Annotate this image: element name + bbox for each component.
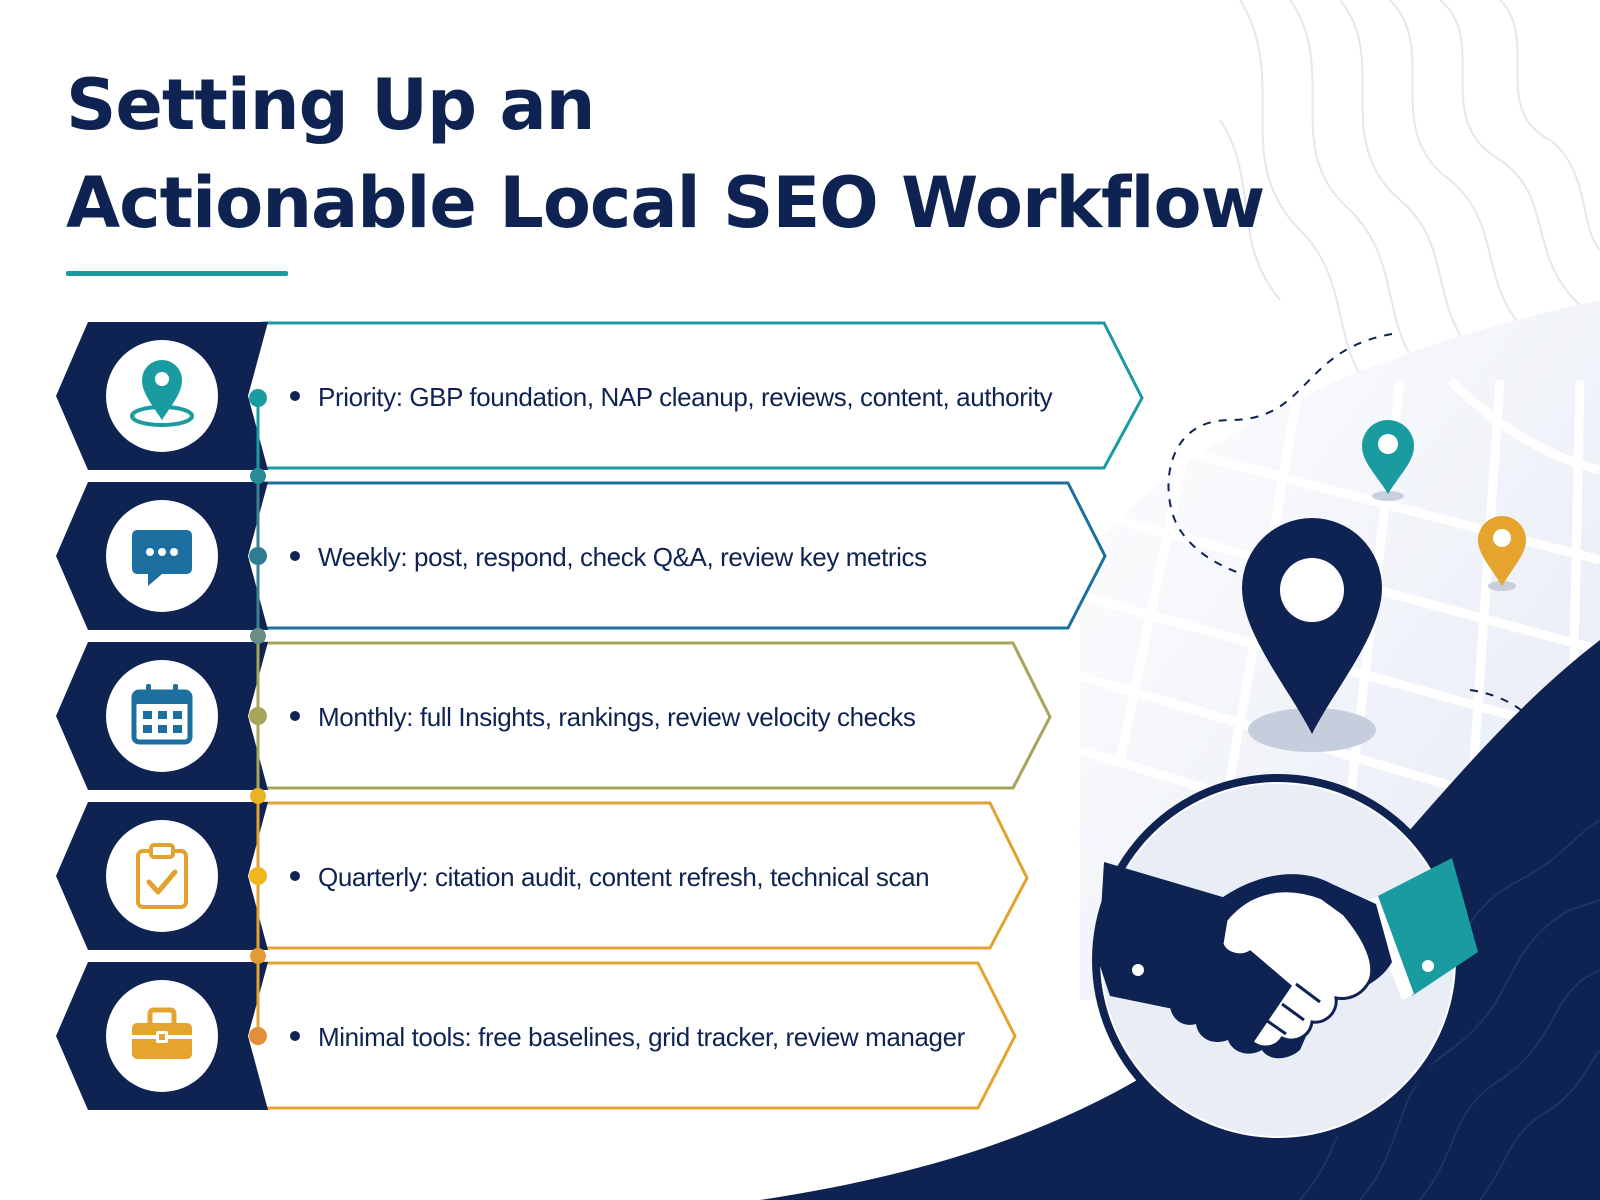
calendar-icon xyxy=(131,684,193,745)
clipboard-check-icon xyxy=(136,843,188,909)
chat-bubble-icon xyxy=(132,530,192,586)
step-banner-1 xyxy=(262,321,1144,470)
dashed-route-lower xyxy=(1469,689,1558,851)
location-pin-icon xyxy=(130,360,194,427)
bullet-3 xyxy=(290,711,300,721)
contour-lines xyxy=(1219,0,1600,421)
step-label-priority: Priority: GBP foundation, NAP cleanup, r… xyxy=(318,382,1053,412)
bullet-2 xyxy=(290,551,300,561)
handshake-icon xyxy=(1098,858,1478,1059)
title-underline xyxy=(66,271,288,276)
dashed-route xyxy=(1167,333,1393,587)
step-label-monthly: Monthly: full Insights, rankings, review… xyxy=(318,702,916,732)
step-label-minimal-tools: Minimal tools: free baselines, grid trac… xyxy=(318,1022,965,1052)
toolbox-icon xyxy=(132,1007,192,1059)
step-banner-4 xyxy=(262,801,1029,950)
bullet-5 xyxy=(290,1031,300,1041)
step-banner-5 xyxy=(262,961,1017,1110)
step-label-quarterly: Quarterly: citation audit, content refre… xyxy=(318,862,930,892)
step-label-weekly: Weekly: post, respond, check Q&A, review… xyxy=(318,542,927,572)
bullet-1 xyxy=(290,391,300,401)
step-banner-2 xyxy=(262,481,1107,630)
timeline-connector xyxy=(249,389,267,1045)
page-title-line-1: Setting Up an xyxy=(66,64,596,146)
large-map-pin-icon xyxy=(1242,518,1382,752)
page-title-line-2: Actionable Local SEO Workflow xyxy=(66,162,1265,244)
teal-map-pin-icon xyxy=(1362,420,1414,501)
bullet-4 xyxy=(290,871,300,881)
icon-circle-4 xyxy=(106,820,218,932)
step-banner-3 xyxy=(262,641,1052,790)
gold-map-pin-icon xyxy=(1478,516,1526,591)
